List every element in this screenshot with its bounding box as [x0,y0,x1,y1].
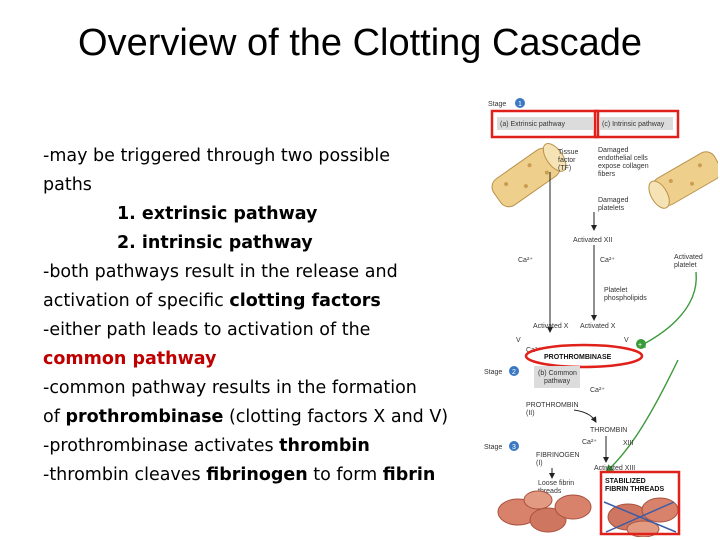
text-span: -prothrombinase activates [43,436,280,456]
extrinsic-item: 1. extrinsic pathway [117,204,318,224]
bold-term: prothrombinase [65,407,224,427]
extrinsic-highlight-box [490,109,600,139]
damaged-platelets-label: Damaged [598,197,628,204]
tissue-factor-label: Tissue [558,149,578,156]
plus-sign: + [638,342,642,349]
clotting-cascade-diagram: Stage 1 (a) Extrinsic pathway (c) Intrin… [484,98,718,537]
prothrombin-label: (II) [526,410,535,417]
stage3-number: 3 [512,444,516,451]
text-span: (clotting factors X and V) [223,407,449,427]
intrinsic-header [600,117,673,130]
calcium-label: Ca²⁺ [582,439,597,446]
text-line: activation of specific clotting factors [43,287,483,316]
bold-term: clotting factors [229,291,381,311]
factor-xiii-label: XIII [623,440,634,447]
calcium-label: Ca²⁺ [590,387,605,394]
text-span: of [43,407,66,427]
fibrinogen-label: (I) [536,460,543,467]
stage1-badge [515,98,525,108]
text-line: -prothrombinase activates thrombin [43,432,483,461]
platelet-phospholipids-label: phospholipids [604,295,647,302]
damaged-platelets-label: platelets [598,205,625,212]
text-line: -common pathway results in the formation [43,378,417,398]
stabilized-fibrin-label: FIBRIN THREADS [605,486,664,493]
body-text: -may be triggered through two possible p… [43,142,483,490]
activated-x-label: Activated X [580,323,616,330]
tissue-factor-label: factor [558,157,576,164]
fibrinogen-label: FIBRINOGEN [536,452,580,459]
activated-platelet-label: platelet [674,262,697,269]
stage1-number: 1 [518,101,522,108]
plus-badge [636,339,646,349]
red-blood-cells-left-icon [497,490,592,533]
bold-term: fibrin [382,465,436,485]
text-line: -either path leads to activation of the [43,320,371,340]
extrinsic-label: (a) Extrinsic pathway [500,121,565,128]
prothrombinase-highlight [524,343,644,369]
thrombin-feedback-arrow [604,359,679,473]
stage1-label: Stage [488,101,506,108]
damaged-vessel-left-icon [491,143,567,208]
stage2-number: 2 [512,369,516,376]
common-pathway-highlight: common pathway [43,349,217,369]
activated-platelet-label: Activated [674,254,703,261]
damaged-vessel-right-icon [648,151,718,209]
bold-term: thrombin [279,436,370,456]
text-span: -thrombin cleaves [43,465,207,485]
text-line: of prothrombinase (clotting factors X an… [43,403,483,432]
text-span: to form [307,465,383,485]
activated-xiii-label: Activated XIII [594,465,635,472]
common-pathway-box [534,366,580,388]
platelet-green-arrow [636,271,697,348]
common-pathway-label: (b) Common [538,370,577,377]
factor-v-label: V [624,337,629,344]
damaged-endothelial-label: endothelial cells [598,155,648,162]
intrinsic-item: 2. intrinsic pathway [117,233,313,253]
text-line: -both pathways result in the release and [43,262,398,282]
stage3-label: Stage [484,444,502,451]
calcium-label: Ca²⁺ [600,257,615,264]
intrinsic-highlight-box [593,109,680,139]
activated-xii-label: Activated XII [573,237,612,244]
loose-fibrin-label: Loose fibrin [538,480,574,487]
text-span: activation of specific [43,291,230,311]
bold-term: fibrinogen [206,465,308,485]
factor-v-label: V [516,337,521,344]
text-line: -may be triggered through two possible [43,146,391,166]
common-pathway-label: pathway [544,378,571,385]
damaged-endothelial-label: expose collagen [598,163,649,170]
text-line: -thrombin cleaves fibrinogen to form fib… [43,461,483,490]
stabilized-fibrin-highlight [599,470,681,536]
activated-x-label: Activated X [533,323,569,330]
stabilized-fibrin-label: STABILIZED [605,478,646,485]
red-blood-cells-right-icon [603,497,679,537]
loose-fibrin-label: threads [538,488,562,495]
prothrombin-arrow [573,409,597,423]
damaged-endothelial-label: Damaged [598,147,628,154]
prothrombinase-label: PROTHROMBINASE [544,354,612,361]
slide-title: Overview of the Clotting Cascade [78,22,642,64]
tissue-factor-label: (TF) [558,165,571,172]
extrinsic-header [497,117,593,130]
stage2-badge [509,366,519,376]
intrinsic-label: (c) Intrinsic pathway [602,121,665,128]
stage2-label: Stage [484,369,502,376]
platelet-phospholipids-label: Platelet [604,287,627,294]
prothrombin-label: PROTHROMBIN [526,402,579,409]
damaged-endothelial-label: fibers [598,171,616,178]
thrombin-label: THROMBIN [590,427,627,434]
calcium-label: Ca²⁺ [518,257,533,264]
stage3-badge [509,441,519,451]
text-line: paths [43,175,92,195]
